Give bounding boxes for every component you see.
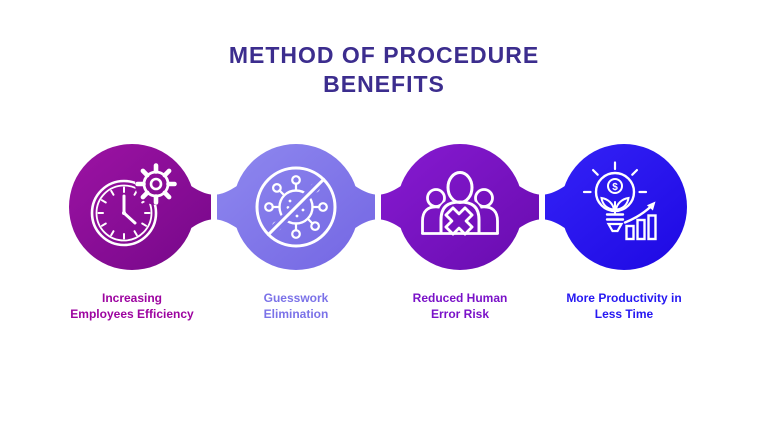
people-error-icon — [381, 144, 539, 270]
benefit-item-human-error: Reduced Human Error Risk — [378, 142, 542, 322]
benefit-label-guesswork: Guesswork Elimination — [263, 291, 329, 321]
arrow-head-icon — [646, 201, 656, 211]
page-title-line2: BENEFITS — [323, 71, 445, 97]
benefit-item-guesswork: Guesswork Elimination — [214, 142, 378, 322]
page-title-line1: METHOD OF PROCEDURE — [228, 42, 540, 68]
page-title: METHOD OF PROCEDURE BENEFITS — [0, 41, 768, 99]
clock-gear-icon — [69, 144, 211, 270]
bulb-dollar-chart-icon: $ — [545, 144, 687, 270]
dollar-glyph: $ — [612, 182, 618, 193]
benefit-label-efficiency: Increasing Employees Efficiency — [70, 291, 194, 321]
benefit-label-human-error: Reduced Human Error Risk — [412, 291, 508, 321]
benefits-row: Increasing Employees Efficiency — [50, 142, 706, 322]
x-mark-icon — [444, 206, 474, 236]
no-virus-icon — [217, 144, 375, 270]
benefit-label-productivity: More Productivity in Less Time — [566, 291, 682, 321]
benefit-item-efficiency: Increasing Employees Efficiency — [50, 142, 214, 322]
benefit-item-productivity: $ — [542, 142, 706, 322]
